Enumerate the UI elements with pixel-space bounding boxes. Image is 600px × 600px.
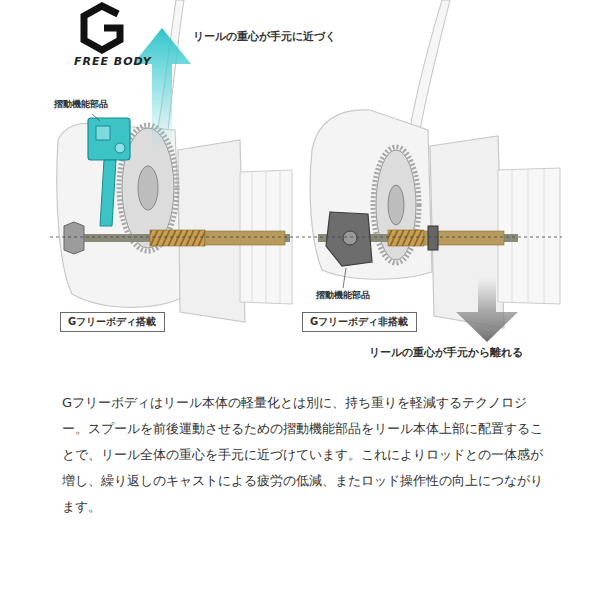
label-box: Gフリーボディ搭載: [60, 312, 165, 332]
reel-with-g-free-body-part: [57, 124, 182, 308]
reel-without-g-free-body: [310, 0, 560, 328]
reel-with-g-free-body-part: [96, 126, 110, 140]
reel-with-g-free-body: [57, 0, 292, 322]
part-name: 摺動機能部品: [316, 290, 370, 301]
reel-with-g-free-body-part: [138, 166, 158, 210]
reel-without-g-free-body-part: [428, 226, 438, 250]
down-arrow: [456, 278, 518, 342]
g-logo-part: [84, 6, 120, 50]
reel-without-g-free-body-part: [410, 0, 450, 130]
note-text: リールの重心が手元から離れる: [369, 346, 523, 359]
reel-without-g-free-body-part: [343, 231, 357, 245]
box-label-text: Gフリーボディ搭載: [68, 316, 157, 328]
box-label-text: Gフリーボディ非搭載: [310, 316, 409, 328]
reel-without-g-free-body-part: [343, 268, 346, 288]
reel-with-g-free-body-part: [92, 114, 100, 121]
reel-with-g-free-body-part: [88, 118, 130, 160]
reel-without-g-free-body-part: [388, 230, 424, 246]
reel-with-g-free-body-part: [205, 231, 285, 245]
reel-without-g-free-body-part: [388, 185, 404, 225]
center-line: [50, 237, 562, 238]
g-logo: [84, 6, 120, 50]
reel-without-g-free-body-part: [528, 169, 529, 303]
reel-without-g-free-body-part: [544, 169, 545, 303]
part-name: 摺動機能部品: [54, 99, 108, 110]
up-arrow: [133, 28, 191, 150]
reel-without-g-free-body-part: [326, 212, 372, 266]
reel-with-g-free-body-part: [150, 230, 205, 246]
reel-without-g-free-body-part: [310, 110, 432, 279]
reel-with-g-free-body-part: [115, 143, 125, 153]
description-text: Gフリーボディはリール本体の軽量化とは別に、持ち重りを軽減するテクノロジー。スプ…: [62, 390, 548, 520]
logo-text: FREE BODY: [74, 55, 152, 68]
reel-with-g-free-body-part: [64, 222, 84, 254]
note-text: リールの重心が手元に近づく: [193, 30, 336, 43]
label-box: Gフリーボディ非搭載: [302, 312, 417, 332]
reel-with-g-free-body-part: [100, 160, 116, 226]
